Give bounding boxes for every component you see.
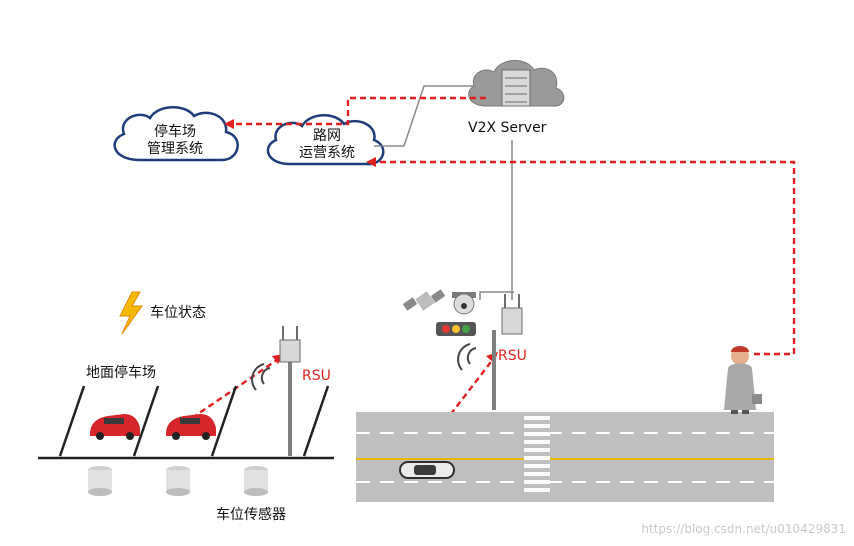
rsu-right-label: RSU [498, 348, 527, 364]
rsu-right [457, 294, 523, 410]
parking-mgmt-line1: 停车场 [154, 124, 196, 140]
road-ops-line1: 路网 [313, 128, 341, 144]
moving-car [399, 461, 455, 479]
lightning-icon [119, 291, 143, 335]
road-ops-label: 路网 运营系统 [280, 128, 374, 162]
parking-mgmt-label: 停车场 管理系统 [128, 124, 222, 158]
satellite-icon [402, 289, 446, 311]
watermark: https://blog.csdn.net/u010429831 [641, 522, 846, 536]
parked-car [90, 414, 140, 440]
person-icon [724, 346, 762, 414]
parking-sensor-icon [166, 466, 190, 496]
parking-status-label: 车位状态 [150, 305, 206, 321]
rsu-left-label: RSU [302, 368, 331, 384]
parked-car [166, 414, 216, 440]
connector-lines [374, 85, 514, 300]
server-label: V2X Server [468, 120, 547, 136]
road-ops-line2: 运营系统 [299, 145, 355, 161]
parking-mgmt-cloud [113, 106, 239, 162]
parking-lot-label: 地面停车场 [86, 365, 156, 381]
road [356, 412, 774, 502]
parking-mgmt-line2: 管理系统 [147, 141, 203, 157]
rsu-left [251, 326, 301, 456]
parking-sensor-label: 车位传感器 [216, 507, 286, 523]
parking-sensor-icon [244, 466, 268, 496]
road-ops-cloud [266, 114, 385, 166]
camera-icon [452, 292, 476, 315]
parking-lot [38, 385, 334, 460]
traffic-light-icon [436, 322, 476, 336]
parking-sensor-icon [88, 466, 112, 496]
server-icon [468, 60, 565, 107]
